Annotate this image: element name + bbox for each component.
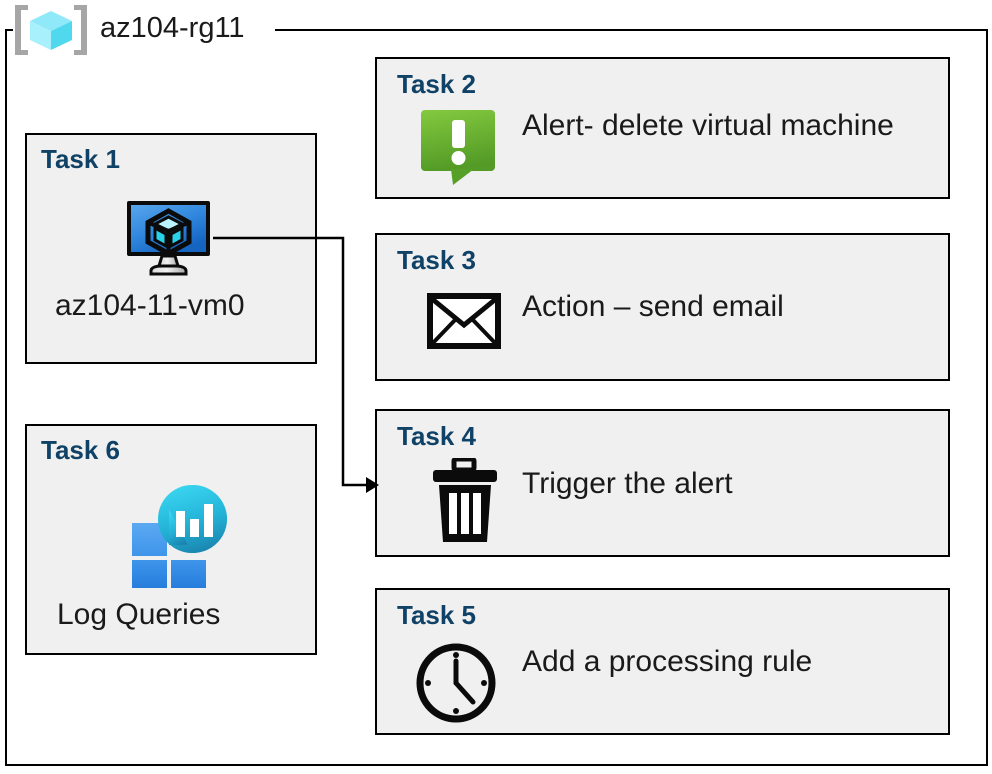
task3-box[interactable]: Task 3 Action – send email xyxy=(375,233,950,381)
task1-label: Task 1 xyxy=(41,144,121,174)
resource-group-name: az104-rg11 xyxy=(100,12,245,44)
bracket-left-icon xyxy=(15,4,28,56)
envelope-icon xyxy=(427,293,501,354)
task2-box[interactable]: Task 2 Alert- delete virtual machine xyxy=(375,57,950,199)
task6-text: Log Queries xyxy=(57,598,221,631)
alert-exclamation-icon xyxy=(419,108,499,193)
resource-group-cube-icon xyxy=(14,4,88,56)
task5-box[interactable]: Task 5 Add a processing rule xyxy=(375,588,950,735)
log-bar-1 xyxy=(176,511,185,537)
task4-text: Trigger the alert xyxy=(522,467,733,500)
task6-box[interactable]: Task 6 xyxy=(25,424,317,655)
bracket-right-icon xyxy=(74,4,87,56)
resource-group-frame xyxy=(5,29,988,766)
virtual-machine-icon xyxy=(121,198,221,283)
log-square-bottom-left xyxy=(132,560,167,593)
task2-label: Task 2 xyxy=(397,69,477,99)
trash-can-icon xyxy=(430,456,500,549)
task4-label: Task 4 xyxy=(397,421,477,451)
clock-icon xyxy=(413,640,499,731)
cube-left-face xyxy=(30,21,51,50)
task5-text: Add a processing rule xyxy=(522,645,813,678)
task1-box[interactable]: Task 1 xyxy=(25,133,317,364)
task2-text: Alert- delete virtual machine xyxy=(522,109,894,142)
task6-label: Task 6 xyxy=(41,435,121,465)
task3-text: Action – send email xyxy=(522,290,784,323)
log-bar-3 xyxy=(204,504,213,537)
log-analytics-icon xyxy=(126,483,236,593)
task1-text: az104-11-vm0 xyxy=(55,289,245,322)
log-bar-2 xyxy=(190,519,199,537)
task4-box[interactable]: Task 4 Trigger the alert xyxy=(375,409,950,557)
cube-right-face xyxy=(51,21,72,50)
log-square-bottom-right xyxy=(171,560,206,593)
task3-label: Task 3 xyxy=(397,245,477,275)
resource-group-label-gap xyxy=(13,20,275,40)
vm-cube-glyph xyxy=(145,208,192,257)
task5-label: Task 5 xyxy=(397,600,477,630)
